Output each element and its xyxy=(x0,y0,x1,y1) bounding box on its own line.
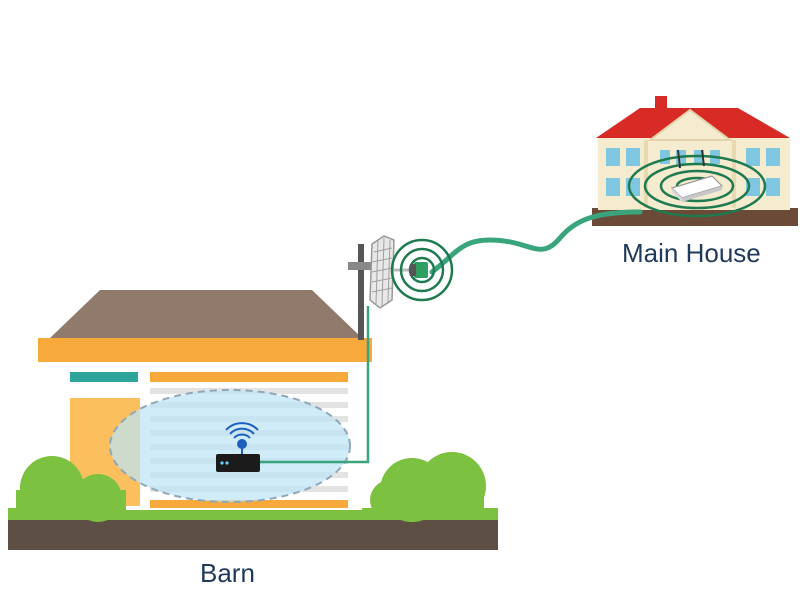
grid-antenna-icon xyxy=(369,235,454,309)
main-house xyxy=(592,96,798,226)
antenna-wifi-rings xyxy=(390,238,454,302)
barn-window-header xyxy=(150,372,348,382)
barn-ground xyxy=(8,518,498,550)
barn-fascia xyxy=(38,338,372,362)
house-chimney xyxy=(655,96,667,110)
barn-base-strip xyxy=(150,500,348,508)
barn xyxy=(8,290,498,550)
antenna-mast xyxy=(348,244,372,340)
wifi-signal-icon xyxy=(225,422,259,449)
house-gable xyxy=(647,108,733,141)
barn-roof xyxy=(50,290,362,338)
barn-bushes xyxy=(16,452,486,522)
ethernet-cable xyxy=(429,209,643,275)
house-pillars xyxy=(644,140,736,208)
main-house-label: Main House xyxy=(622,238,761,268)
barn-router-icon xyxy=(216,422,260,472)
house-router-icon xyxy=(670,149,724,202)
drop-cable xyxy=(260,306,370,464)
barn-label: Barn xyxy=(200,558,255,588)
barn-sign xyxy=(70,372,138,382)
wifi-coverage-area xyxy=(109,389,351,503)
mast-bracket xyxy=(348,262,372,270)
mast-pole xyxy=(358,244,364,340)
